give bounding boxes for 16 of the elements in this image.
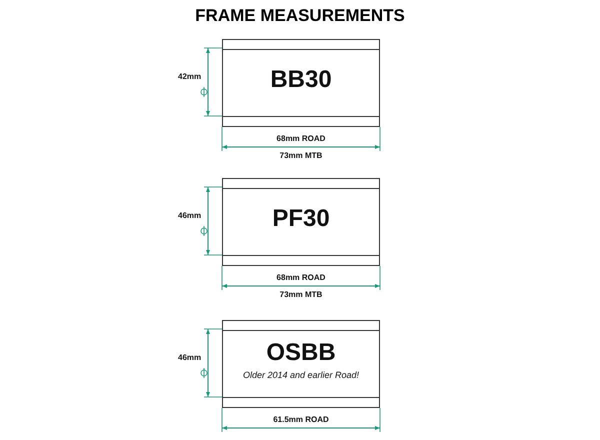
bearing-shell-outline [222, 178, 380, 266]
note-text: Older 2014 and earlier Road! [242, 369, 360, 381]
standard-name: BB30 [270, 66, 332, 94]
dimension-label: 73mm MTB [280, 290, 322, 299]
dimension-label: 46mm [178, 353, 202, 362]
dimension-label: 42mm [178, 72, 202, 81]
dimension-label: 68mm ROAD [276, 134, 326, 143]
dimension-label: 73mm MTB [280, 151, 322, 160]
dimension-label: 61.5mm ROAD [273, 415, 329, 424]
bearing-shell-outline [222, 320, 380, 408]
standard-name: PF30 [272, 205, 330, 233]
title: FRAME MEASUREMENTS [194, 6, 406, 26]
dimension-label: 68mm ROAD [276, 273, 326, 282]
bearing-shell-outline [222, 39, 380, 127]
dimension-label: 46mm [178, 211, 202, 220]
standard-name: OSBB [266, 339, 336, 367]
